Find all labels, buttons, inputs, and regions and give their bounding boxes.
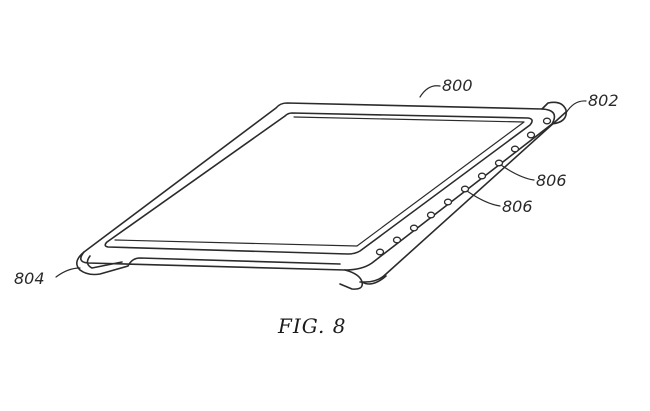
- leader-800: [419, 85, 441, 98]
- figure-caption: FIG. 8: [277, 314, 346, 338]
- right-edge: [541, 101, 568, 125]
- front-right-curl: [339, 269, 364, 290]
- label-802: 802: [588, 91, 619, 110]
- front-right-curl-lower: [361, 275, 387, 285]
- front-lip-inner: [86, 255, 123, 269]
- leader-806-upper: [500, 164, 535, 181]
- display-inset: [114, 116, 525, 247]
- label-806-lower: 806: [502, 197, 533, 216]
- right-edge-underside: [359, 111, 567, 283]
- hole: [477, 172, 487, 180]
- label-804: 804: [14, 269, 45, 288]
- hole: [426, 211, 436, 219]
- leader-806-lower: [466, 190, 501, 207]
- hole: [409, 224, 419, 232]
- hole: [443, 198, 453, 206]
- front-lip: [76, 251, 341, 276]
- display-area: [104, 112, 533, 255]
- label-806-upper: 806: [536, 171, 567, 190]
- hole: [526, 131, 536, 139]
- hole: [460, 185, 470, 193]
- label-800: 800: [442, 76, 473, 95]
- hole: [542, 117, 552, 125]
- edge-holes: [375, 117, 552, 256]
- hole: [494, 159, 504, 167]
- hole: [392, 236, 402, 244]
- leader-804: [55, 267, 81, 278]
- leader-802: [565, 100, 587, 114]
- device-body: [76, 101, 568, 290]
- hole: [375, 248, 385, 256]
- leader-lines: [55, 85, 587, 278]
- hole: [510, 145, 520, 153]
